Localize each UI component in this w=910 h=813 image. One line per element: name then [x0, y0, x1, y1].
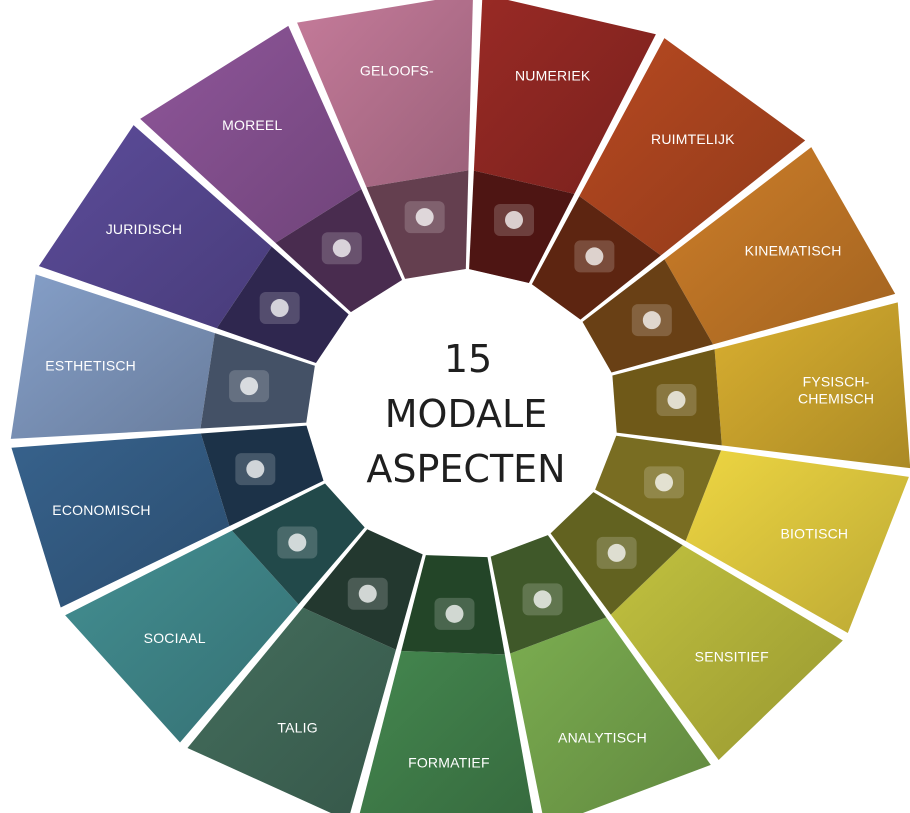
aspect-label: MOREEL [222, 117, 282, 133]
aspect-segment [65, 530, 299, 743]
cube-icon [574, 240, 615, 273]
center-title-line-3: ASPECTEN [366, 447, 565, 491]
people-group-icon [277, 526, 318, 559]
aspect-label: FORMATIEF [408, 755, 490, 771]
aspect-label: ECONOMISCH [52, 502, 150, 518]
wheel-segments [10, 0, 910, 813]
helping-hands-icon [321, 232, 362, 265]
aspect-segment [38, 125, 272, 329]
aspect-label: SENSITIEF [695, 648, 769, 664]
aspect-label: FYSISCH-CHEMISCH [798, 374, 874, 407]
aspect-segment [11, 433, 230, 608]
center-title-line-1: 15 [444, 337, 492, 381]
sunrise-mountains-icon [404, 201, 445, 234]
magnifying-glass-icon [522, 583, 563, 616]
center-title: 15 MODALE ASPECTEN [366, 337, 565, 491]
aspect-segment [510, 617, 711, 813]
aspect-segment [579, 38, 806, 256]
center-hub [306, 269, 617, 557]
aspect-segment [140, 25, 362, 243]
aspect-segment [297, 0, 473, 188]
aspect-segment [187, 607, 396, 813]
potters-hands-icon [434, 597, 475, 630]
coins-chart-icon [235, 453, 276, 486]
scales-of-justice-icon [259, 292, 300, 325]
aspect-label: ESTHETISCH [45, 357, 136, 373]
aspect-segment [10, 274, 215, 439]
aspect-segment [685, 450, 909, 634]
aspect-label: RUIMTELIJK [651, 131, 735, 147]
aspect-segment [610, 545, 843, 761]
aspect-icon-band [469, 170, 575, 283]
aspect-icon-band [200, 425, 324, 527]
aspect-label: GELOOFS- [360, 63, 434, 79]
aspect-icon-band [366, 170, 469, 279]
aspect-label: TALIG [277, 719, 317, 735]
aspect-icon-band [401, 555, 505, 655]
aspect-segment [473, 0, 656, 194]
wheel-icons [229, 201, 697, 630]
water-drop-splash-icon [631, 304, 672, 337]
aspect-label: BIOTISCH [781, 525, 849, 541]
center-title-line-2: MODALE [385, 392, 547, 436]
speech-bubble-icon [347, 577, 388, 610]
flame-icon [656, 384, 697, 417]
aspect-label: ANALYTISCH [558, 729, 647, 745]
aspect-segment [714, 302, 910, 469]
eye-icon [596, 536, 637, 569]
aspect-segment [664, 147, 896, 345]
aspect-label: KINEMATISCH [745, 242, 842, 258]
aspect-label: SOCIAAL [144, 630, 206, 646]
framed-painting-icon [229, 370, 270, 403]
aspect-label: JURIDISCH [106, 221, 182, 237]
aspect-icon-band [200, 333, 315, 429]
aspect-icon-band [612, 349, 722, 446]
aspect-label: NUMERIEK [515, 68, 591, 84]
wheel-labels: NUMERIEK RUIMTELIJK KINEMATISCH FYSISCH-CHE… [45, 63, 874, 771]
leaf-icon [644, 466, 685, 499]
tally-marks-icon [494, 203, 535, 236]
aspect-segment [359, 651, 534, 813]
